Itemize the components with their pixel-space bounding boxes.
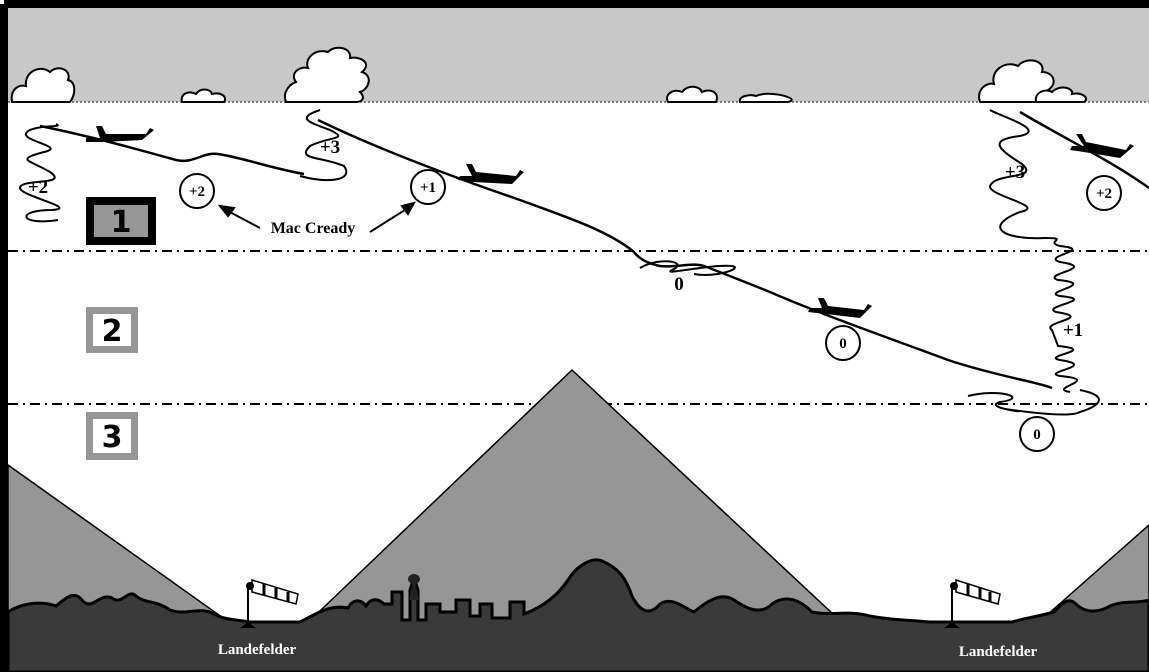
upper-airspace [8,8,1149,102]
mac-cready-marker: +2 [1086,175,1122,211]
svg-text:+2: +2 [1096,186,1112,202]
windsock-icon [944,578,1001,628]
mac-cready-caption: Mac Cready [271,220,356,237]
cloud-icon [978,59,1088,103]
cloud-icon [180,88,226,103]
arrow-icon [217,204,261,229]
cloud-icon [10,67,76,103]
svg-text:0: 0 [1033,427,1041,443]
glider-icon [458,164,524,184]
thermal-spiral [967,389,1100,416]
tower-icon [408,574,420,600]
arrow-icon [369,201,416,233]
svg-text:+1: +1 [420,180,436,196]
lift-label: +1 [1063,320,1083,341]
lift-label: +3 [1005,162,1025,183]
thermal-spiral [18,123,61,223]
lift-label: +2 [28,177,48,198]
zone-label-2: 2 [102,314,123,349]
mac-cready-marker: 0 [825,325,861,361]
thermal-spiral [639,260,736,276]
thermal-spiral [989,109,1047,240]
lift-label: 0 [674,274,684,295]
cloud-icon [284,46,370,103]
zone-label-1: 1 [111,205,132,240]
windsock-icon [240,578,299,628]
mac-cready-marker: +2 [179,173,215,209]
cloud-icon [666,85,793,103]
lift-label: +3 [320,137,340,158]
zone-badge-1: 1 [86,197,156,245]
mac-cready-marker: 0 [1019,416,1055,452]
glider-icon [86,126,154,142]
mac-cready-marker: +1 [410,169,446,205]
zone-badge-2: 2 [86,307,138,353]
flight-path [317,118,1053,390]
thermal-spiral [299,109,348,182]
landing-field-label: Landefelder [959,644,1038,660]
svg-text:+2: +2 [189,184,205,200]
landing-field-label: Landefelder [218,642,297,658]
glider-icon [1070,134,1134,158]
glider-icon [808,298,872,318]
thermal-spiral [1045,237,1078,393]
zone-label-3: 3 [102,420,123,455]
ground-terrain [6,558,1149,672]
svg-text:0: 0 [839,336,847,352]
zone-badge-3: 3 [86,412,138,460]
